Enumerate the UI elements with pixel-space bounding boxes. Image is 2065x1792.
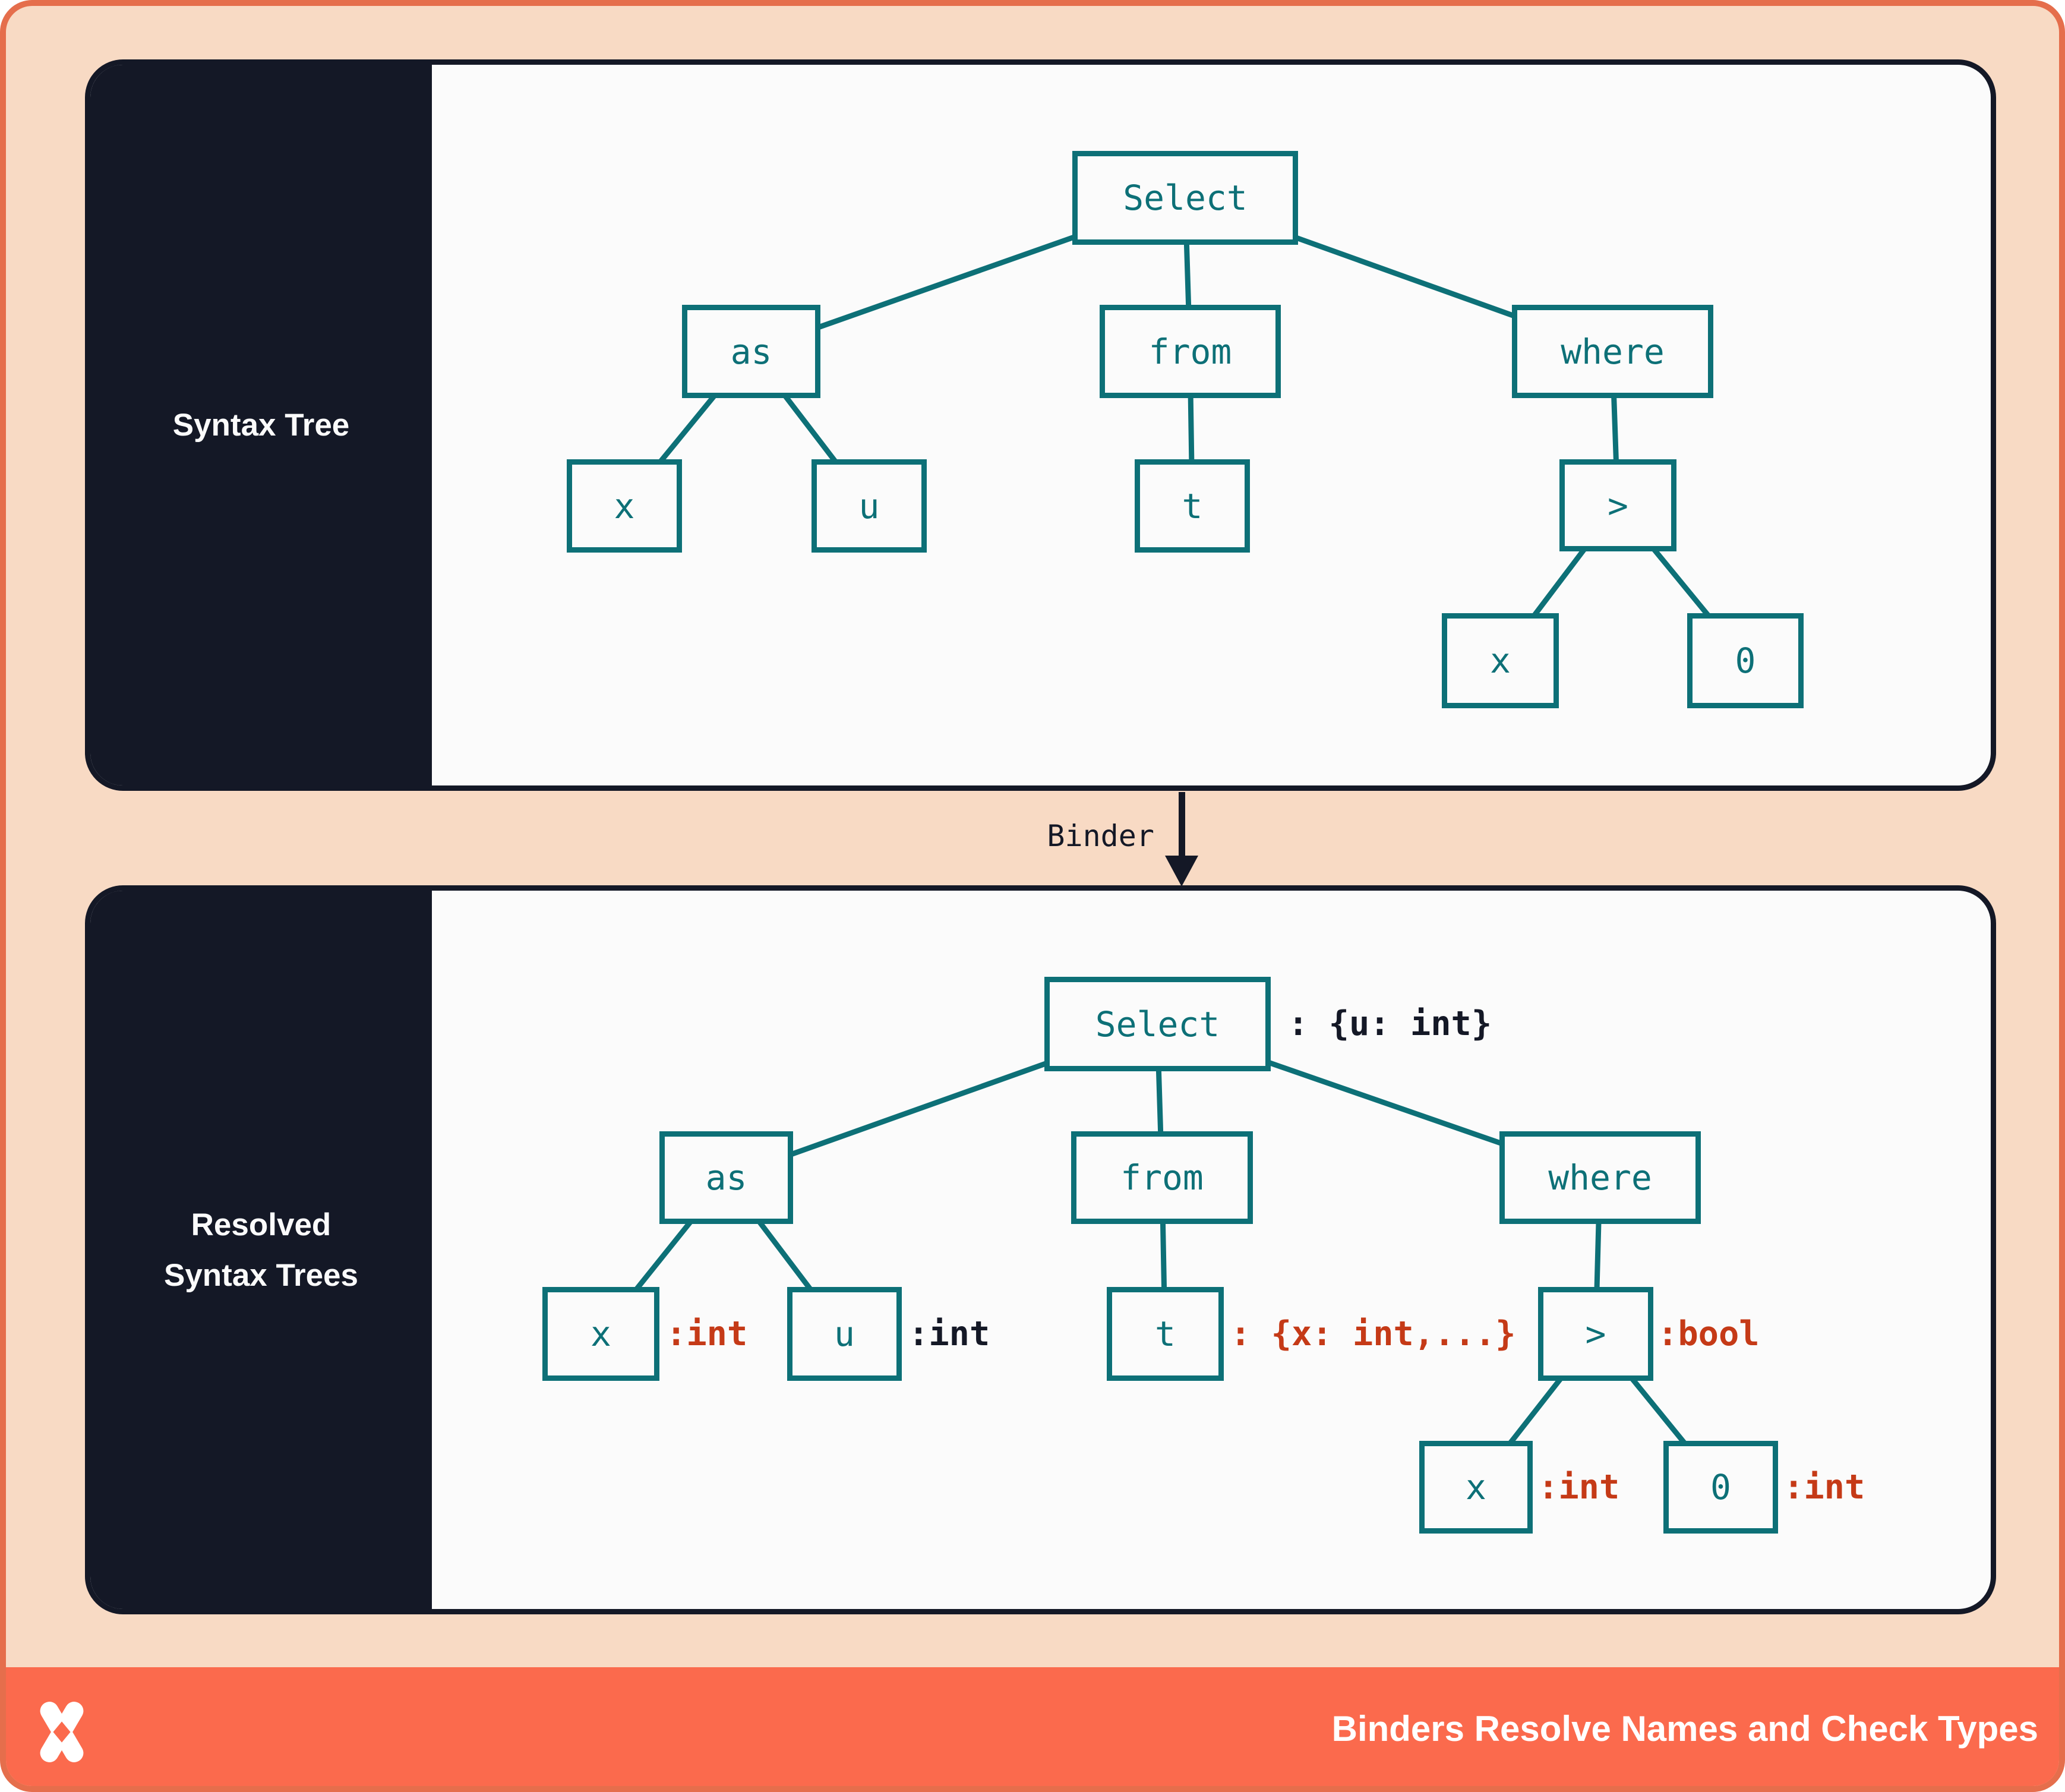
annotation-select-type: : {u: int} xyxy=(1288,1004,1492,1043)
annotation-x-left-type: :int xyxy=(666,1314,748,1354)
resolved-node-gt: > xyxy=(1538,1287,1653,1381)
resolved-syntax-trees-panel-label: Resolved Syntax Trees xyxy=(164,1200,358,1301)
resolved-node-as: as xyxy=(659,1131,793,1224)
syntax-tree-panel-label: Syntax Tree xyxy=(172,408,350,443)
resolved-node-u: u xyxy=(787,1287,902,1381)
node-gt: > xyxy=(1559,459,1676,551)
binder-label: Binder xyxy=(1047,819,1154,853)
resolved-node-from: from xyxy=(1071,1131,1253,1224)
node-u: u xyxy=(812,459,927,553)
footer-bar xyxy=(6,1667,2059,1786)
resolved-node-t: t xyxy=(1107,1287,1224,1381)
annotation-t-type: : {x: int,...} xyxy=(1230,1314,1516,1354)
syntax-tree-panel: Syntax Tree xyxy=(85,59,1996,791)
logo-diamond-notch xyxy=(53,1721,71,1743)
node-where: where xyxy=(1512,305,1713,398)
annotation-gt-type: :bool xyxy=(1657,1314,1760,1354)
node-x-left: x xyxy=(567,459,682,553)
node-select: Select xyxy=(1072,151,1298,245)
resolved-syntax-trees-sidebar: Resolved Syntax Trees xyxy=(90,891,432,1609)
resolved-node-zero: 0 xyxy=(1663,1441,1778,1534)
resolved-node-x-left: x xyxy=(542,1287,659,1381)
footer-title: Binders Resolve Names and Check Types xyxy=(1331,1709,2038,1749)
annotation-zero-type: :int xyxy=(1783,1468,1865,1507)
xata-logo-icon xyxy=(40,1702,84,1762)
syntax-tree-sidebar: Syntax Tree xyxy=(90,65,432,785)
resolved-node-x-right: x xyxy=(1419,1441,1533,1534)
node-as: as xyxy=(682,305,820,398)
annotation-u-type: :int xyxy=(908,1314,990,1354)
resolved-label-line2: Syntax Trees xyxy=(163,1257,359,1293)
annotation-x-right-type: :int xyxy=(1538,1468,1620,1507)
resolved-node-select: Select xyxy=(1044,977,1271,1071)
node-zero: 0 xyxy=(1687,613,1804,708)
node-x-right: x xyxy=(1442,613,1559,708)
node-from: from xyxy=(1100,305,1281,398)
resolved-node-where: where xyxy=(1499,1131,1701,1224)
resolved-label-line1: Resolved xyxy=(191,1207,331,1242)
node-t: t xyxy=(1135,459,1250,553)
